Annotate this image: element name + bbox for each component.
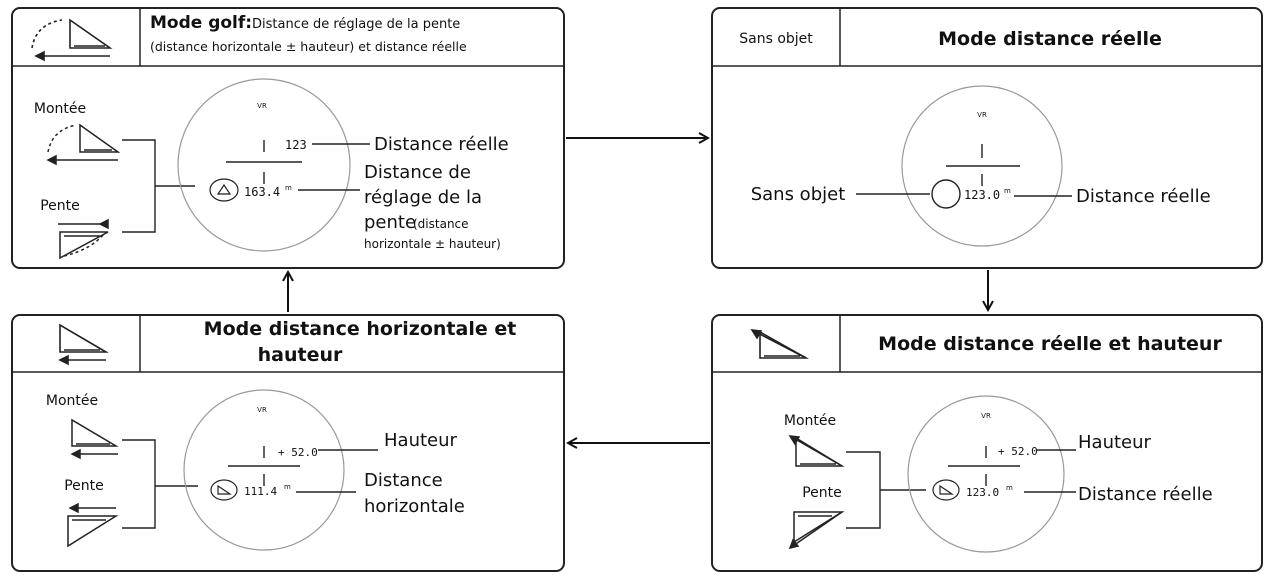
golf-callout-real: Distance réelle <box>374 134 509 155</box>
real-display-main-value: 123.0 <box>964 188 1000 202</box>
golf-callout-slope-3-small: (distance <box>413 217 469 231</box>
real-height-slope-indicator-icon <box>932 479 960 501</box>
real-mode-left-label: Sans objet <box>739 31 813 47</box>
horizontal-crosshair <box>228 446 300 486</box>
panel-real-distance-mode: Sans objet Mode distance réelle VR 123.0… <box>711 7 1263 269</box>
golf-callout-slope-1: Distance de <box>364 162 471 183</box>
horizontal-downhill-icon <box>67 502 119 548</box>
golf-display-main-value: 163.4 <box>244 185 280 199</box>
horizontal-icon-bracket <box>122 439 198 529</box>
real-callout-left: Sans objet <box>751 184 846 205</box>
golf-callout-slope-4: horizontale ± hauteur) <box>364 237 501 251</box>
real-height-callout-real: Distance réelle <box>1078 484 1213 505</box>
horizontal-uphill-label: Montée <box>46 393 98 409</box>
real-crosshair <box>946 144 1020 186</box>
golf-display-unit: m <box>285 184 292 192</box>
real-height-icon-bracket <box>846 451 926 529</box>
panel-real-height-mode: Mode distance réelle et hauteur Montée P… <box>711 314 1263 572</box>
horizontal-mode-icon <box>58 323 109 366</box>
golf-callout-slope-2: réglage de la <box>364 187 482 208</box>
golf-mode-title-line2: (distance horizontale ± hauteur) et dist… <box>150 39 467 54</box>
real-height-downhill-icon <box>788 511 845 550</box>
horizontal-mode-title-2: hauteur <box>258 344 343 366</box>
golf-callout-slope-3: pente <box>364 212 416 233</box>
horizontal-display-unit: m <box>284 483 291 491</box>
horizontal-uphill-icon <box>70 418 119 460</box>
golf-slope-indicator-icon <box>209 178 239 202</box>
real-height-mode-title: Mode distance réelle et hauteur <box>878 333 1222 355</box>
horizontal-downhill-label: Pente <box>64 478 104 494</box>
real-no-object-indicator <box>931 179 961 209</box>
panel-horizontal-height-mode: Mode distance horizontale et hauteur Mon… <box>11 314 565 572</box>
golf-mode-title-rest: Distance de réglage de la pente <box>252 17 460 32</box>
horizontal-mode-title-1: Mode distance horizontale et <box>204 318 517 340</box>
real-height-crosshair <box>948 446 1020 486</box>
real-height-display-main-value: 123.0 <box>966 486 999 499</box>
real-height-downhill-label: Pente <box>802 485 842 501</box>
horizontal-callout-horizontal-2: horizontale <box>364 496 465 517</box>
real-height-display-circle <box>907 395 1065 553</box>
real-height-display-unit: m <box>1006 484 1013 492</box>
real-callout-right: Distance réelle <box>1076 186 1211 207</box>
horizontal-slope-indicator-icon <box>210 479 238 501</box>
golf-mode-icon <box>31 18 113 62</box>
horizontal-display-main-value: 111.4 <box>244 485 277 498</box>
golf-display-circle <box>177 78 351 252</box>
real-height-uphill-icon <box>788 435 845 467</box>
real-height-display-vr: VR <box>981 412 991 420</box>
real-height-callout-height: Hauteur <box>1078 432 1152 453</box>
real-display-unit: m <box>1004 187 1011 195</box>
golf-display-vr: VR <box>257 102 267 110</box>
real-display-circle <box>901 85 1063 247</box>
real-display-vr: VR <box>977 111 987 119</box>
golf-uphill-icon <box>46 123 121 166</box>
real-mode-title: Mode distance réelle <box>938 28 1162 50</box>
golf-icon-bracket <box>122 139 195 233</box>
golf-downhill-icon <box>58 218 109 260</box>
real-height-display-top-value: + 52.0 <box>998 445 1038 458</box>
golf-uphill-label: Montée <box>34 101 86 117</box>
real-height-mode-icon <box>750 329 810 359</box>
real-height-uphill-label: Montée <box>784 413 836 429</box>
horizontal-display-vr: VR <box>257 406 267 414</box>
horizontal-display-circle <box>183 389 345 551</box>
horizontal-callout-height: Hauteur <box>384 430 458 451</box>
panel-golf-mode: Mode golf: Distance de réglage de la pen… <box>11 7 565 269</box>
golf-display-top-value: 123 <box>285 138 307 152</box>
horizontal-display-top-value: + 52.0 <box>278 446 318 459</box>
horizontal-callout-horizontal-1: Distance <box>364 470 443 491</box>
golf-mode-title-bold: Mode golf: <box>150 13 252 33</box>
golf-downhill-label: Pente <box>40 198 80 214</box>
golf-crosshair <box>226 140 302 184</box>
